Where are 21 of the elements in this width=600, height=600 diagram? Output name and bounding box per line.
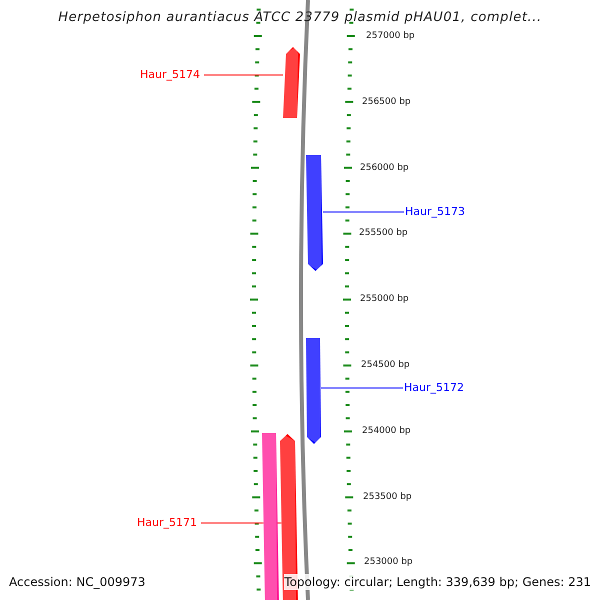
gene-bar — [283, 47, 300, 118]
accession-text: Accession: NC_009973 — [9, 574, 146, 590]
gene-bar — [262, 433, 279, 600]
gene-bar — [306, 338, 321, 444]
gene-label: Haur_5173 — [405, 205, 466, 219]
leader-line — [204, 74, 284, 76]
tick-label: 254500 bp — [361, 359, 410, 371]
tick-label: 253500 bp — [363, 490, 412, 503]
genome-summary-text: Topology: circular; Length: 339,639 bp; Genes: 231 — [284, 574, 591, 590]
tick-label: 257000 bp — [366, 30, 415, 42]
gene-label: Haur_5172 — [404, 381, 464, 395]
tick-label: 254000 bp — [362, 424, 411, 437]
tick-label: 255500 bp — [359, 227, 408, 240]
tick-label: 255000 bp — [360, 293, 409, 306]
gene-label: Haur_5171 — [137, 516, 198, 530]
title: Herpetosiphon aurantiacus ATCC 23779 plasmid pHAU01, complet... — [57, 10, 543, 25]
tick-label: 256500 bp — [362, 96, 411, 108]
tick-label: 253000 bp — [364, 556, 413, 568]
gene-bar — [306, 155, 323, 271]
tick-label: 256000 bp — [360, 162, 409, 174]
gene-label: Haur_5174 — [140, 68, 200, 82]
